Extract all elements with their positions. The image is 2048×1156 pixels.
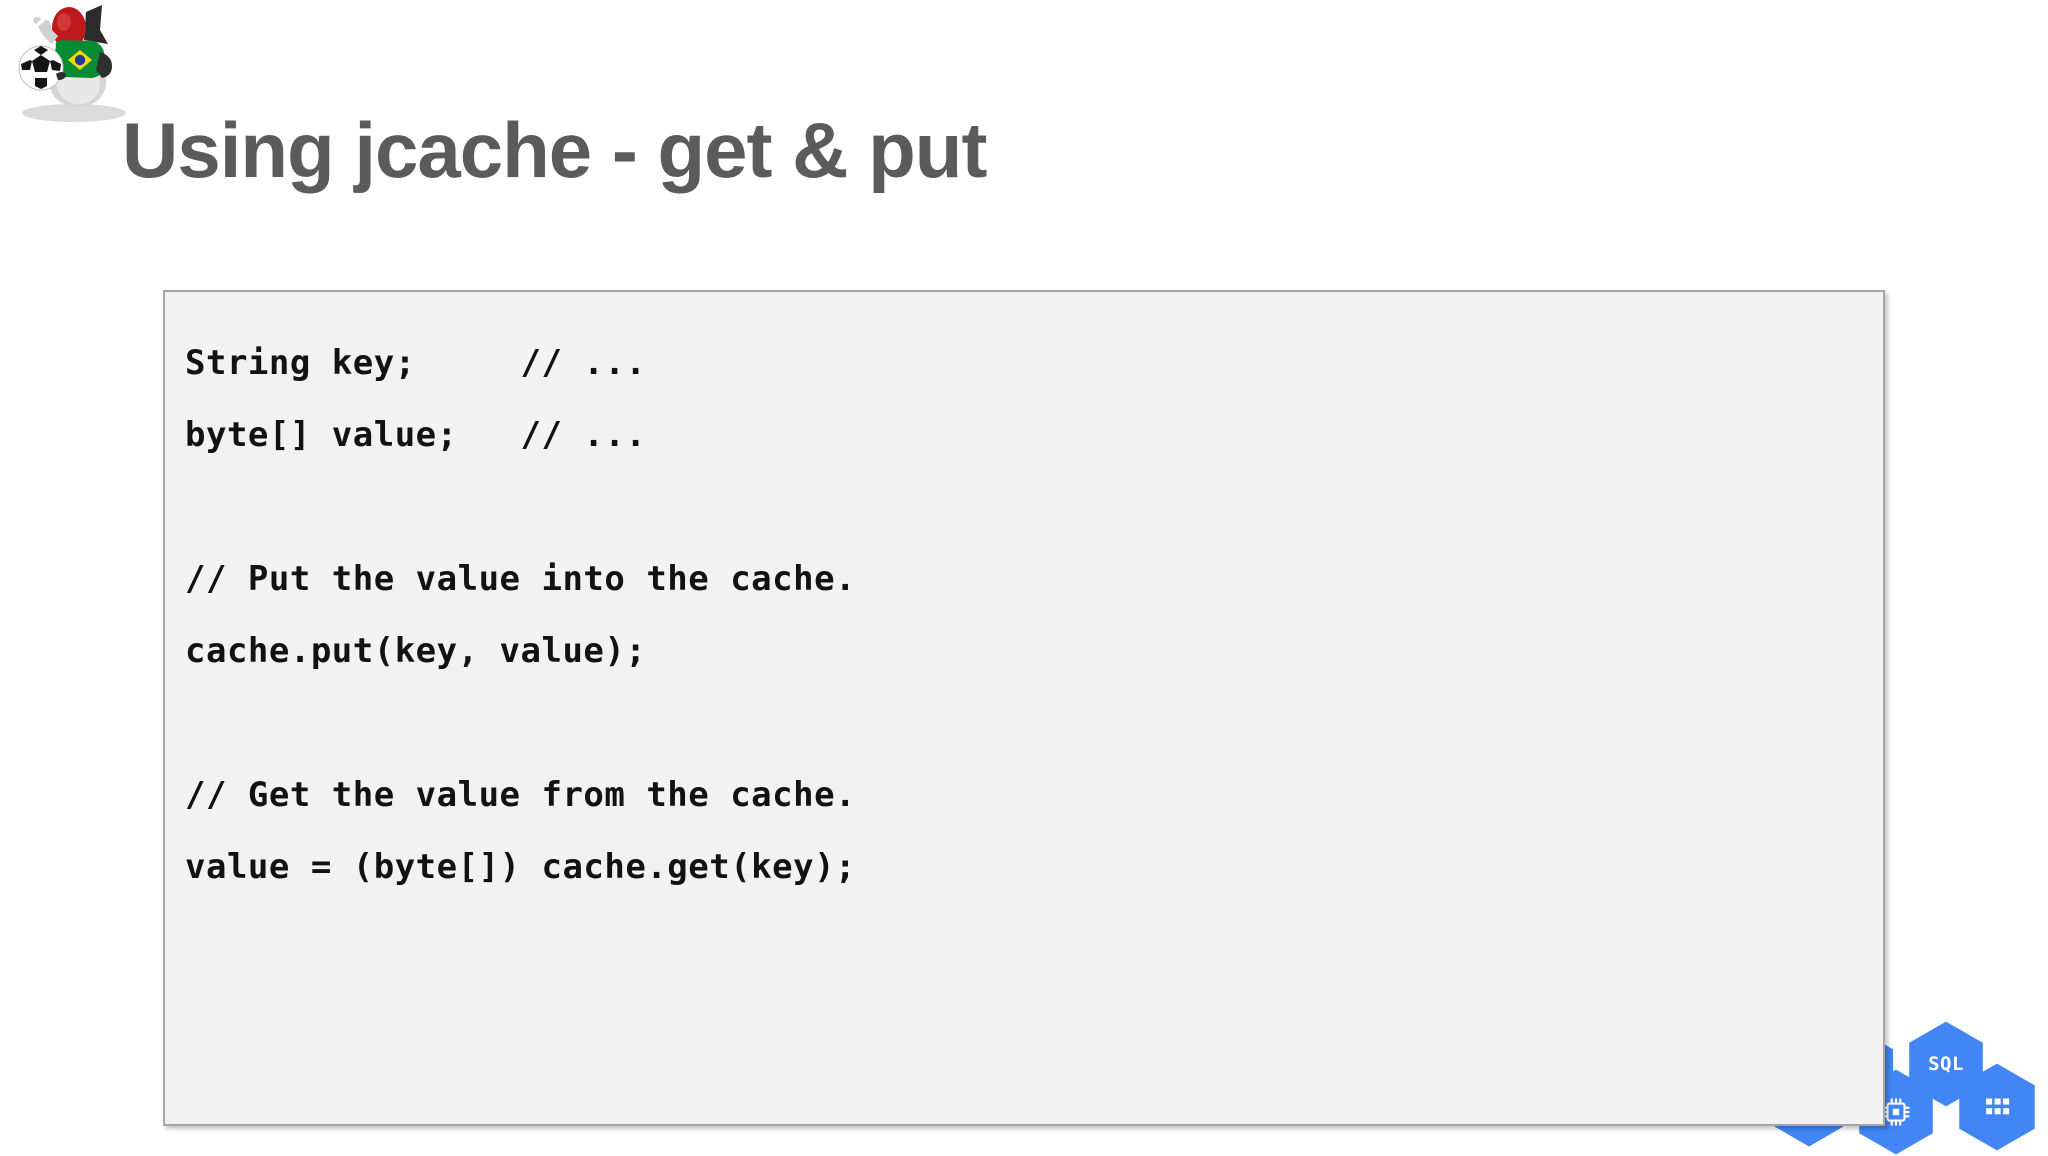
code-line: value = (byte[]) cache.get(key); bbox=[185, 847, 857, 887]
hexagon-sql-label: SQL bbox=[1928, 1053, 1964, 1075]
code-line-blank bbox=[185, 471, 1883, 543]
code-line: // Get the value from the cache. bbox=[185, 775, 857, 815]
code-content: String key; // ... byte[] value; // ... … bbox=[165, 292, 1883, 903]
code-block: String key; // ... byte[] value; // ... … bbox=[163, 290, 1885, 1126]
code-line: byte[] value; // ... bbox=[185, 415, 647, 455]
code-line: cache.put(key, value); bbox=[185, 631, 647, 671]
code-line-blank bbox=[185, 687, 1883, 759]
grid-dots-icon bbox=[1986, 1098, 2010, 1115]
code-line: // Put the value into the cache. bbox=[185, 559, 857, 599]
hexagon-icon bbox=[1959, 1063, 2035, 1151]
hexagon-bigtable bbox=[1956, 1062, 2038, 1152]
page-title: Using jcache - get & put bbox=[122, 106, 987, 194]
code-line: String key; // ... bbox=[185, 343, 647, 383]
cpu-chip-icon bbox=[1882, 1098, 1910, 1126]
duke-mascot-icon bbox=[18, 5, 126, 122]
duke-brazil-logo bbox=[8, 0, 138, 128]
